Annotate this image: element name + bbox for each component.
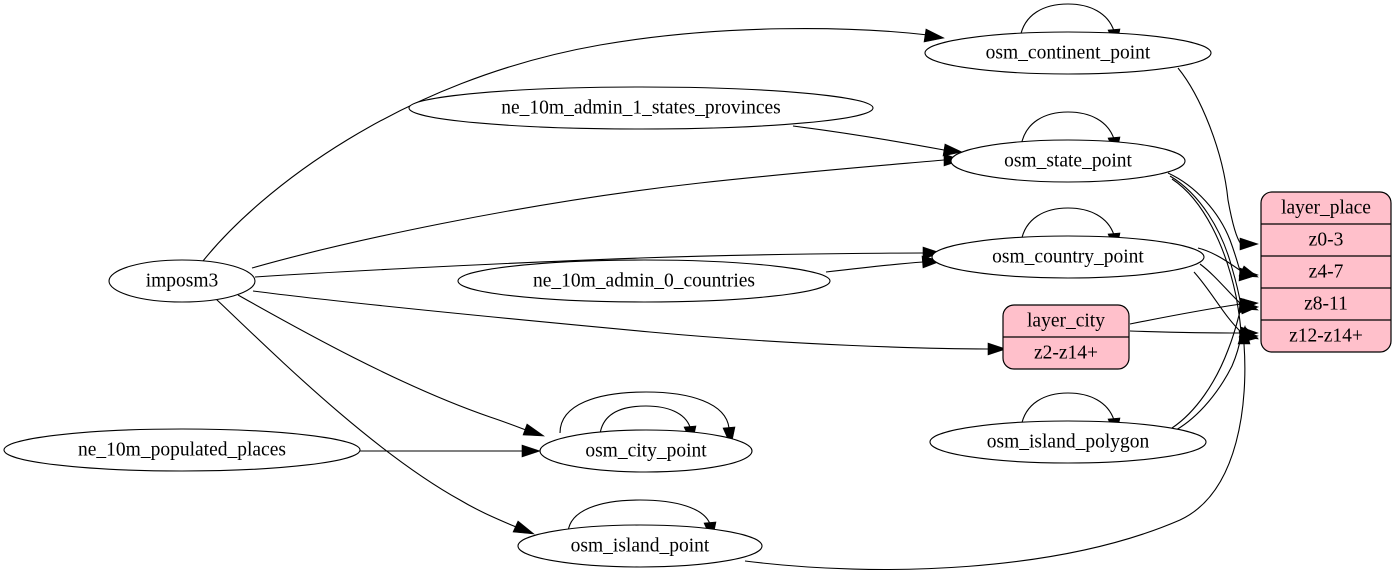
edge-osm_state_point-to-layer_place-z4-7 (1167, 172, 1242, 275)
node-label: imposm3 (146, 270, 219, 291)
edge-ne_states-to-osm_state_point (792, 125, 945, 151)
node-osm_country_point[interactable]: osm_country_point (931, 235, 1205, 279)
edge-osm_island_point-to-layer_place-z12-z14 (744, 343, 1246, 571)
edge-self-osm_city_point-outer (559, 391, 730, 434)
node-label: ne_10m_admin_0_countries (533, 270, 755, 291)
record-field-z0-3[interactable]: z0-3 (1309, 229, 1344, 250)
node-osm_state_point[interactable]: osm_state_point (950, 139, 1186, 183)
node-shape-ellipse[interactable] (3, 428, 361, 472)
record-layer_place[interactable]: layer_place z0-3 z4-7 z8-11 z12-z14+ (1260, 191, 1392, 353)
edge-osm_country_point-to-layer_place-z8-11 (1199, 263, 1242, 305)
node-shape-ellipse[interactable] (950, 139, 1186, 183)
edge-osm_island_polygon-to-layer_place-z12-z14 (1175, 335, 1242, 431)
node-osm_city_point[interactable]: osm_city_point (539, 429, 753, 473)
arrowhead-icon (921, 255, 942, 269)
node-ne_10m_admin_0_countries[interactable]: ne_10m_admin_0_countries (457, 259, 831, 303)
arrowhead-icon (1238, 302, 1259, 315)
node-osm_island_point[interactable]: osm_island_point (517, 524, 763, 568)
arrowhead-icon (987, 342, 1007, 356)
edge-imposm3-to-osm_state_point (251, 159, 945, 269)
node-shape-ellipse[interactable] (924, 31, 1212, 75)
edge-osm_state_point-to-layer_place-z12-z14 (1171, 178, 1242, 337)
node-osm_continent_point[interactable]: osm_continent_point (924, 31, 1212, 75)
arrowhead-icon (522, 423, 546, 437)
node-imposm3[interactable]: imposm3 (108, 259, 256, 303)
record-title: layer_place (1281, 197, 1371, 218)
edge-osm_state_point-to-layer_place-z8-11 (1169, 175, 1242, 307)
node-osm_island_polygon[interactable]: osm_island_polygon (929, 420, 1207, 464)
node-label: osm_state_point (1004, 150, 1132, 171)
node-label: ne_10m_populated_places (78, 439, 286, 460)
edge-osm_country_point-to-layer_place-z4-7 (1197, 247, 1242, 272)
node-label: osm_continent_point (986, 42, 1151, 63)
edge-imposm3-to-osm_island_point (215, 298, 517, 528)
edge-layer_city-to-layer_place-z8-11 (1129, 303, 1242, 325)
edge-self-osm_island_point (567, 499, 711, 533)
node-label: osm_country_point (992, 246, 1144, 267)
arrowhead-icon (1238, 265, 1259, 278)
edge-self-osm_city_point-inner (599, 405, 691, 435)
edge-self-osm_continent_point (1019, 3, 1115, 39)
node-label: osm_island_polygon (987, 431, 1150, 452)
node-shape-ellipse[interactable] (517, 524, 763, 568)
node-ne_10m_admin_1_states_provinces[interactable]: ne_10m_admin_1_states_provinces (408, 86, 874, 130)
arrowhead-icon (942, 143, 963, 157)
node-shape-ellipse[interactable] (931, 235, 1205, 279)
edge-self-osm_state_point (1020, 111, 1115, 147)
edge-imposm3-to-osm_continent_point (202, 27, 929, 262)
edge-imposm3-to-osm_city_point (237, 294, 527, 431)
edge-ne_countries-to-osm_country_point (825, 261, 924, 273)
edge-self-osm_country_point (1020, 207, 1115, 243)
node-ne_10m_populated_places[interactable]: ne_10m_populated_places (3, 428, 361, 472)
node-shape-ellipse[interactable] (108, 259, 256, 303)
arrowhead-icon (1239, 237, 1259, 251)
node-layer: imposm3 ne_10m_admin_1_states_provinces … (3, 31, 1212, 568)
edge-osm_continent_point-to-layer_place-z0-3 (1177, 67, 1242, 245)
arrowhead-icon (521, 444, 541, 458)
node-label: osm_island_point (571, 535, 710, 556)
edge-layer_city-to-layer_place-z12-z14 (1129, 330, 1242, 334)
record-field-z8-11[interactable]: z8-11 (1304, 293, 1348, 314)
edge-osm_country_point-to-layer_place-z12-z14 (1193, 271, 1242, 333)
record-box[interactable] (1260, 191, 1392, 353)
edge-layer (202, 3, 1259, 571)
node-shape-ellipse[interactable] (929, 420, 1207, 464)
node-shape-ellipse[interactable] (408, 86, 874, 130)
record-field-z2-z14[interactable]: z2-z14+ (1034, 342, 1098, 363)
record-field-z4-7[interactable]: z4-7 (1309, 261, 1344, 282)
node-label: ne_10m_admin_1_states_provinces (501, 97, 780, 118)
record-field-z12-z14[interactable]: z12-z14+ (1289, 325, 1363, 346)
edge-imposm3-to-osm_country_point (254, 252, 924, 278)
record-layer: layer_place z0-3 z4-7 z8-11 z12-z14+ lay… (1002, 191, 1392, 370)
record-layer_city[interactable]: layer_city z2-z14+ (1002, 304, 1130, 370)
record-title: layer_city (1027, 310, 1105, 331)
edge-osm_island_polygon-to-layer_place-z8-11 (1171, 307, 1242, 429)
arrowhead-icon (923, 28, 945, 43)
arrowhead-icon (1237, 325, 1251, 345)
node-shape-ellipse[interactable] (539, 429, 753, 473)
arrowhead-icon (512, 520, 535, 535)
edge-imposm3-to-layer_city (252, 290, 989, 350)
edge-self-osm_island_polygon (1020, 392, 1115, 428)
node-shape-ellipse[interactable] (457, 259, 831, 303)
node-label: osm_city_point (585, 440, 707, 461)
